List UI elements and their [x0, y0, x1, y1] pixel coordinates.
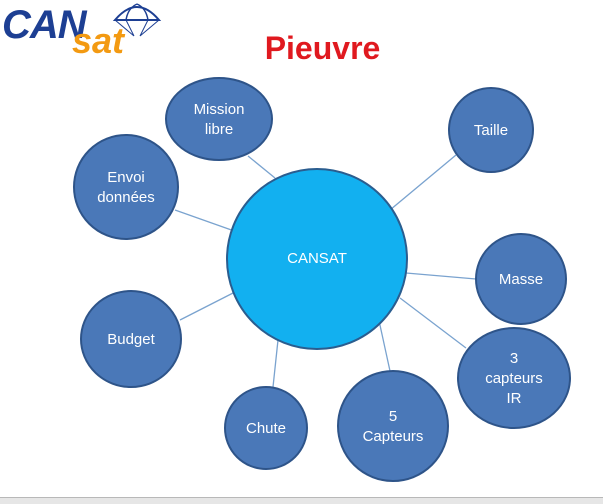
node-ir — [457, 327, 571, 429]
center-node-label: CANSAT — [287, 250, 347, 267]
node-mission-label: libre — [205, 121, 233, 138]
node-envoi — [73, 134, 179, 240]
connector-mission — [247, 155, 276, 179]
logo-can-text: CAN — [2, 3, 87, 47]
node-mission — [165, 77, 273, 161]
node-mission-label: Mission — [194, 101, 245, 118]
node-budget — [80, 290, 182, 388]
connector-masse — [405, 272, 477, 280]
connector-budget — [179, 291, 236, 321]
node-chute-label: Chute — [246, 420, 286, 437]
center-node — [226, 168, 408, 350]
node-ir-label: IR — [507, 390, 522, 407]
node-chute — [224, 386, 308, 470]
node-ir-label: capteurs — [485, 370, 543, 387]
connector-chute — [272, 339, 279, 388]
node-masse — [475, 233, 567, 325]
parachute-icon — [112, 3, 162, 37]
bottom-border — [0, 497, 603, 504]
node-capteurs5-label: 5 — [389, 408, 397, 425]
node-masse-label: Masse — [499, 271, 543, 288]
connector-capteurs5 — [377, 315, 391, 372]
node-taille — [448, 87, 534, 173]
node-envoi-label: Envoi — [107, 169, 145, 186]
logo-sat-text: sat — [72, 20, 125, 61]
node-capteurs5-label: Capteurs — [363, 428, 424, 445]
connector-ir — [399, 297, 467, 349]
node-ir-label: 3 — [510, 350, 518, 367]
page-title: Pieuvre — [264, 30, 381, 66]
cansat-logo: CAN sat — [0, 0, 200, 62]
node-envoi-label: données — [97, 189, 155, 206]
node-taille-label: Taille — [474, 122, 508, 139]
node-capteurs5 — [337, 370, 449, 482]
node-budget-label: Budget — [107, 331, 155, 348]
